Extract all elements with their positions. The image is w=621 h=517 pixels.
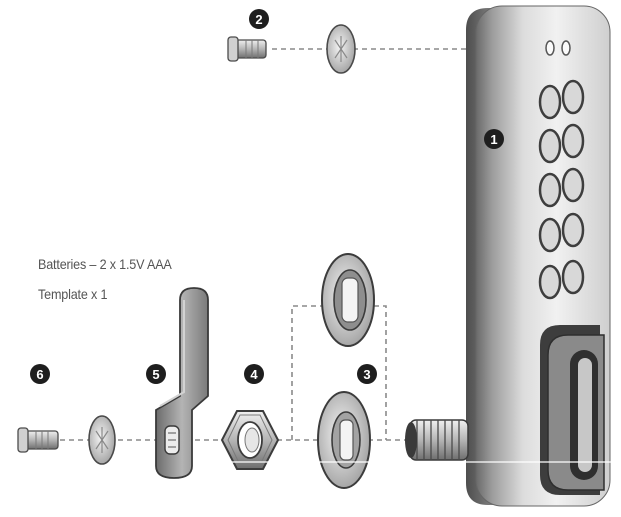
part-number-badge: [244, 364, 264, 384]
screw-part-2: [227, 36, 267, 62]
led-indicator-icon: [545, 40, 555, 56]
part-number-badge: [484, 129, 504, 149]
led-indicator-icon: [561, 40, 571, 56]
part-number-badge: [357, 364, 377, 384]
washer-part-2: [326, 24, 356, 74]
part-number-4: 4: [250, 367, 258, 382]
screw-part-6: [17, 427, 59, 453]
part-number-2: 2: [255, 12, 262, 27]
hex-nut-part-4: [220, 410, 280, 470]
part-number-badge: [30, 364, 50, 384]
part-number-6: 6: [36, 367, 43, 382]
washer-upper-part-3: [321, 253, 375, 347]
template-note: Template x 1: [38, 286, 108, 302]
threaded-spindle-part: [405, 419, 469, 461]
washer-lower-part-3: [317, 391, 371, 489]
part-number-badge: [146, 364, 166, 384]
cam-part-5: [155, 287, 209, 479]
part-number-3: 3: [363, 367, 370, 382]
part-number-1: 1: [490, 132, 497, 147]
keypad-buttons: [538, 79, 585, 300]
part-number-5: 5: [152, 367, 159, 382]
lock-body-part: 1: [466, 5, 611, 507]
assembly-guide-lines: [60, 48, 468, 441]
washer-part-6: [88, 415, 116, 465]
part-number-badge: [249, 9, 269, 29]
batteries-note: Batteries – 2 x 1.5V AAA: [38, 256, 172, 272]
